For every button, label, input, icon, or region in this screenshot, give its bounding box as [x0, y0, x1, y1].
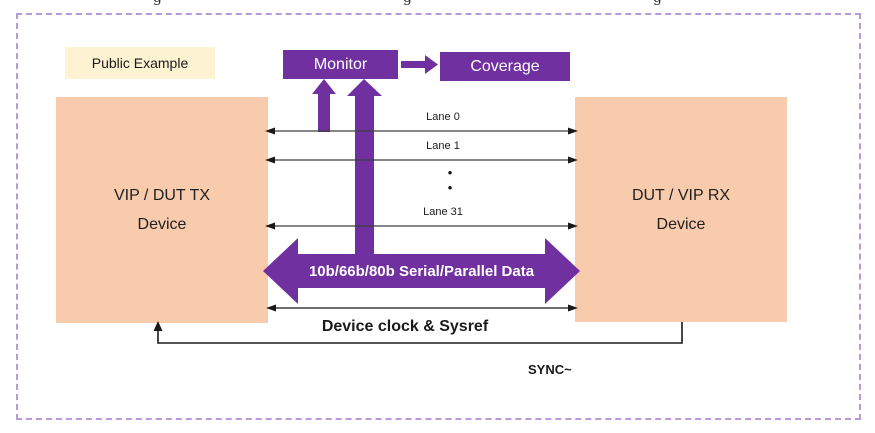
diagram-frame	[16, 13, 861, 420]
rx-device-box: DUT / VIP RX Device	[575, 97, 787, 322]
tx-device-title: VIP / DUT TX	[113, 187, 211, 204]
coverage-block: Coverage	[440, 52, 570, 81]
lane0-label: Lane 0	[426, 111, 460, 123]
tx-device-subtitle: Device	[137, 216, 187, 233]
lanes-ellipsis: • •	[447, 165, 453, 195]
clipped-caption-fragment: g	[153, 0, 167, 5]
public-example-label: Public Example	[91, 55, 189, 71]
clipped-caption-fragment: g	[403, 0, 417, 5]
public-example-badge: Public Example	[65, 47, 215, 79]
lane1-label: Lane 1	[426, 140, 460, 152]
clipped-caption-fragment: g	[653, 0, 667, 5]
sync-label: SYNC~	[528, 362, 572, 377]
lane31-label: Lane 31	[423, 206, 463, 218]
coverage-label: Coverage	[470, 57, 540, 75]
rx-device-subtitle: Device	[656, 215, 706, 233]
monitor-block: Monitor	[283, 50, 398, 79]
device-clock-label: Device clock & Sysref	[321, 318, 489, 335]
tx-device-box: VIP / DUT TX Device	[56, 97, 268, 323]
rx-device-title: DUT / VIP RX	[631, 186, 731, 204]
serial-data-label: 10b/66b/80b Serial/Parallel Data	[308, 263, 535, 280]
monitor-label: Monitor	[313, 55, 368, 73]
